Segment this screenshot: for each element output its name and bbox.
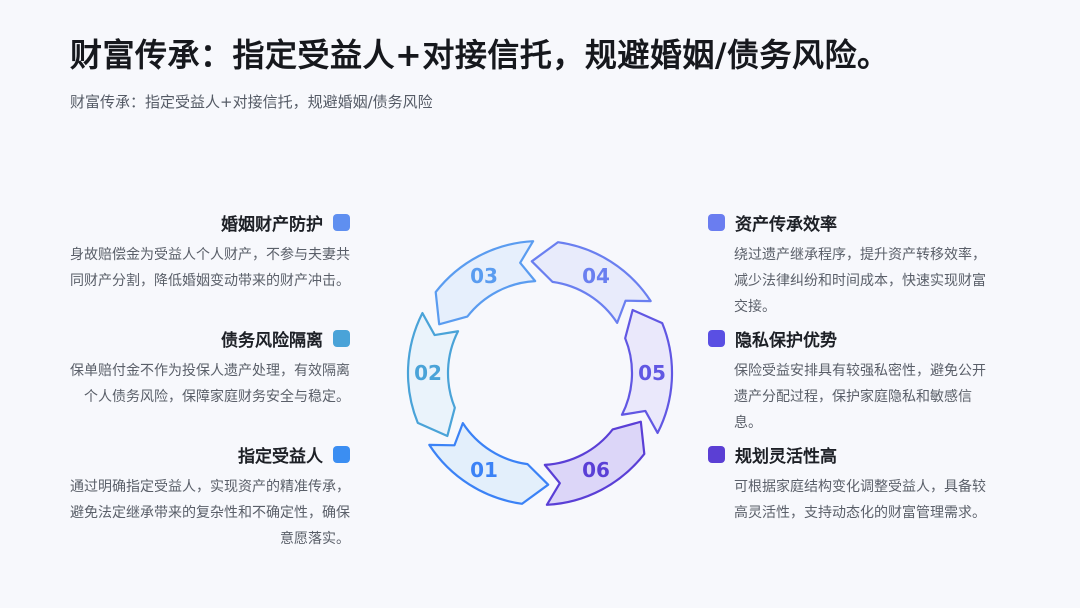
cycle-number-02: 02 — [414, 361, 442, 385]
item-debt-isolation: 债务风险隔离 保单赔付金不作为投保人遗产处理，有效隔离个人债务风险，保障家庭财务… — [60, 326, 350, 410]
item-title: 债务风险隔离 — [221, 331, 323, 351]
cycle-number-04: 04 — [582, 264, 610, 288]
item-title: 资产传承效率 — [735, 215, 837, 235]
item-title: 婚姻财产防护 — [221, 215, 323, 235]
square-marker-icon — [333, 330, 350, 347]
item-marriage-property: 婚姻财产防护 身故赔偿金为受益人个人财产，不参与夫妻共同财产分割，降低婚姻变动带… — [60, 210, 350, 294]
cycle-segment-06 — [543, 420, 646, 506]
cycle-number-06: 06 — [582, 458, 610, 482]
square-marker-icon — [333, 446, 350, 463]
cycle-ring-diagram: 01 02 03 04 05 06 — [406, 240, 674, 506]
square-marker-icon — [333, 214, 350, 231]
item-designated-beneficiary: 指定受益人 通过明确指定受益人，实现资产的精准传承，避免法定继承带来的复杂性和不… — [60, 442, 350, 552]
item-planning-flexibility: 规划灵活性高 可根据家庭结构变化调整受益人，具备较高灵活性，支持动态化的财富管理… — [708, 442, 998, 526]
item-privacy-protection: 隐私保护优势 保险受益安排具有较强私密性，避免公开遗产分配过程，保护家庭隐私和敏… — [708, 326, 998, 436]
cycle-number-05: 05 — [638, 361, 666, 385]
item-title: 指定受益人 — [238, 447, 323, 467]
square-marker-icon — [708, 446, 725, 463]
item-desc: 通过明确指定受益人，实现资产的精准传承，避免法定继承带来的复杂性和不确定性，确保… — [70, 479, 350, 547]
cycle-segment-02 — [406, 311, 460, 438]
page-subtitle: 财富传承：指定受益人+对接信托，规避婚姻/债务风险 — [70, 93, 433, 111]
cycle-segment-01 — [428, 422, 550, 505]
cycle-segment-04 — [530, 241, 652, 324]
item-title: 规划灵活性高 — [735, 447, 837, 467]
cycle-number-01: 01 — [470, 458, 498, 482]
square-marker-icon — [708, 330, 725, 347]
item-desc: 保单赔付金不作为投保人遗产处理，有效隔离个人债务风险，保障家庭财务安全与稳定。 — [70, 363, 350, 405]
item-desc: 绕过遗产继承程序，提升资产转移效率，减少法律纠纷和时间成本，快速实现财富交接。 — [734, 247, 986, 315]
item-desc: 保险受益安排具有较强私密性，避免公开遗产分配过程，保护家庭隐私和敏感信息。 — [734, 363, 986, 431]
cycle-segment-05 — [620, 308, 674, 435]
cycle-number-03: 03 — [470, 264, 498, 288]
cycle-segment-03 — [434, 240, 537, 326]
page-title: 财富传承：指定受益人+对接信托，规避婚姻/债务风险。 — [70, 36, 890, 74]
item-desc: 身故赔偿金为受益人个人财产，不参与夫妻共同财产分割，降低婚姻变动带来的财产冲击。 — [70, 247, 350, 289]
square-marker-icon — [708, 214, 725, 231]
item-desc: 可根据家庭结构变化调整受益人，具备较高灵活性，支持动态化的财富管理需求。 — [734, 479, 986, 521]
item-title: 隐私保护优势 — [735, 331, 837, 351]
item-transfer-efficiency: 资产传承效率 绕过遗产继承程序，提升资产转移效率，减少法律纠纷和时间成本，快速实… — [708, 210, 998, 320]
